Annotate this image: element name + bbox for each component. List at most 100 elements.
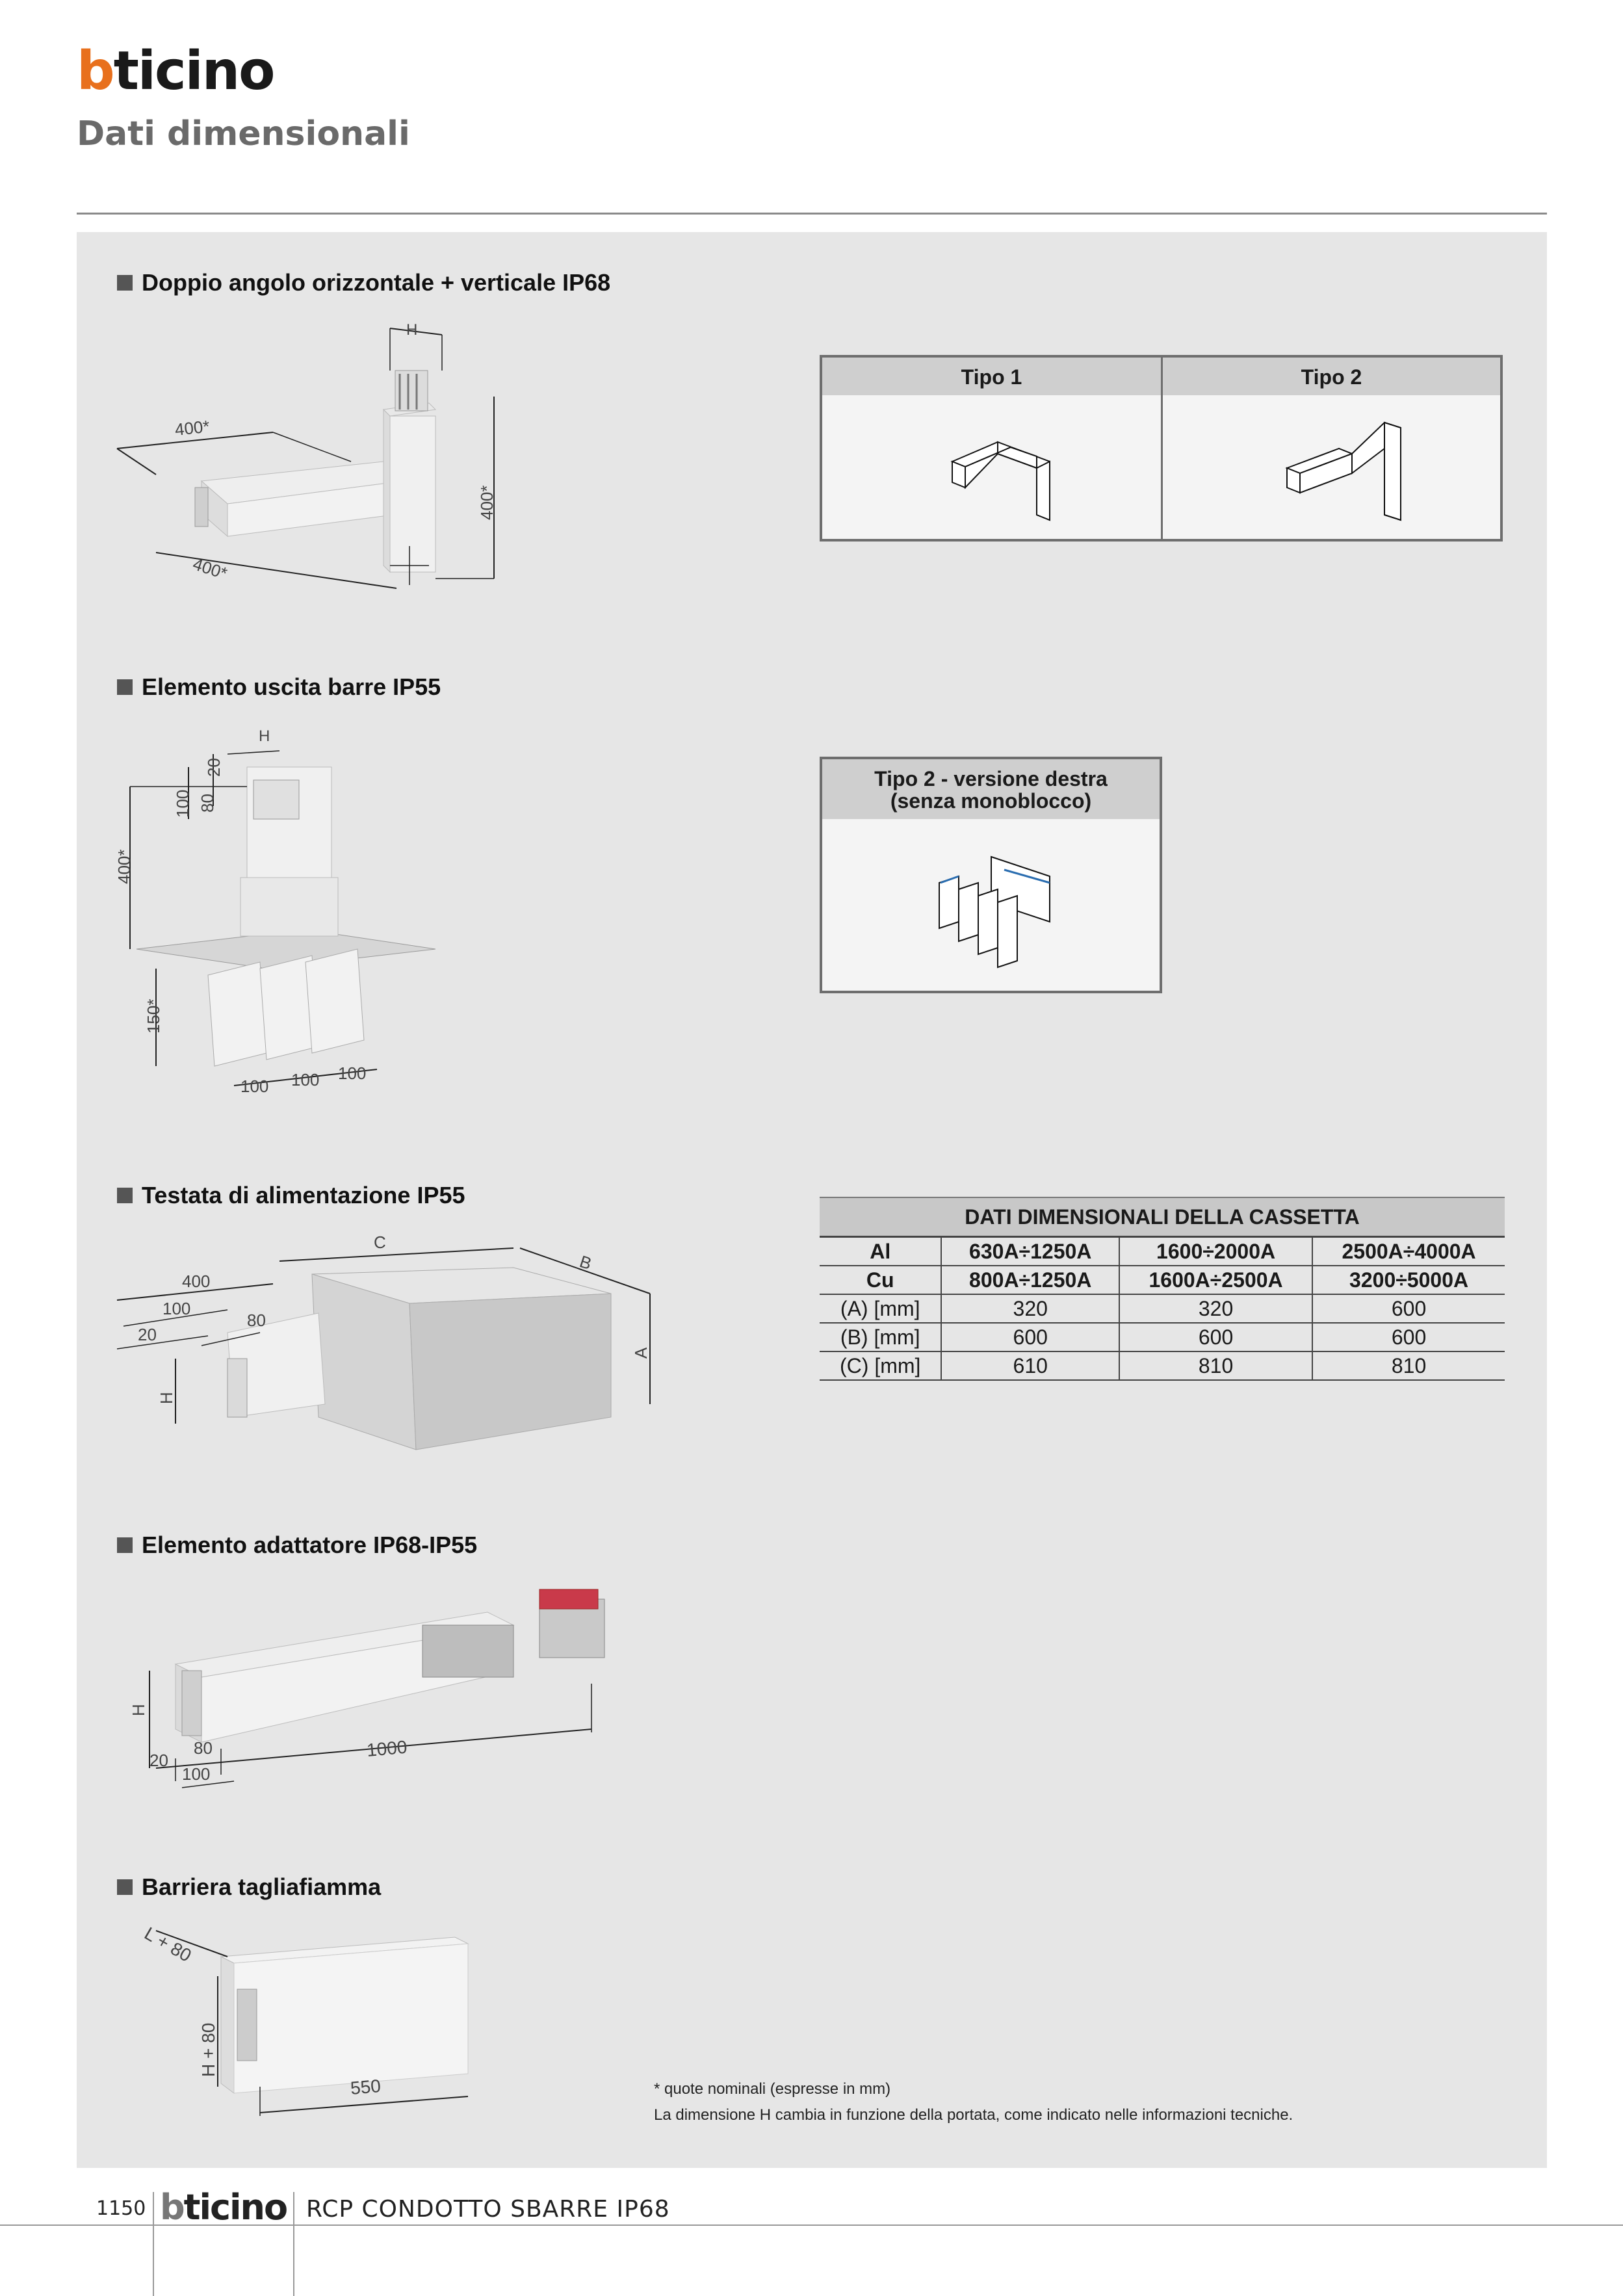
value-cell: 600 (1118, 1323, 1313, 1352)
section-title-text: Elemento uscita barre IP55 (142, 673, 441, 700)
dim-b3: 100 (338, 1063, 366, 1083)
variant-label-tipo1: Tipo 1 (961, 365, 1022, 389)
right-version-header-line1: Tipo 2 - versione destra (874, 767, 1108, 790)
row-label-cell: Cu (820, 1266, 942, 1295)
dim-c: C (374, 1233, 386, 1252)
dim-400: 400* (114, 850, 134, 885)
value-cell: 600 (1312, 1294, 1505, 1324)
brand-logo: bticino (77, 40, 276, 102)
footer-logo-b: b (160, 2187, 185, 2228)
dim-h80: H + 80 (198, 2023, 218, 2077)
variant-label-tipo2: Tipo 2 (1301, 365, 1362, 389)
dim-b2: 100 (291, 1070, 319, 1089)
dim-550: 550 (350, 2076, 382, 2098)
fire-barrier-drawing: L + 80 H + 80 550 (141, 1923, 469, 2116)
dim-b: B (577, 1251, 594, 1273)
bullet-square-icon (117, 1879, 133, 1895)
right-version-table: Tipo 2 - versione destra (senza monobloc… (820, 757, 1162, 993)
variant-divider (1161, 358, 1163, 539)
right-version-header (822, 759, 1160, 819)
value-cell: 2500A÷4000A (1312, 1236, 1505, 1266)
table-caption: DATI DIMENSIONALI DELLA CASSETTA (820, 1197, 1505, 1238)
logo-rest: ticino (113, 40, 276, 102)
section-title-text: Testata di alimentazione IP55 (142, 1182, 465, 1208)
dim-400-b: 400* (190, 554, 229, 583)
catalog-title: RCP CONDOTTO SBARRE IP68 (306, 2196, 670, 2223)
dim-h: H (406, 321, 417, 339)
dim-l80: L + 80 (141, 1923, 195, 1966)
dim-100: 100 (162, 1299, 190, 1318)
busbar-outlet-drawing: 400* 100 80 20 H 150* 100 100 100 (114, 727, 436, 1096)
section-title: Elemento adattatore IP68-IP55 (117, 1532, 477, 1559)
dim-150: 150* (144, 999, 163, 1034)
note-h-dimension: La dimensione H cambia in funzione della… (654, 2106, 1293, 2124)
bullet-square-icon (117, 275, 133, 291)
section-title-text: Doppio angolo orizzontale + verticale IP… (142, 269, 611, 296)
dim-a: A (631, 1347, 651, 1359)
footer-divider (0, 2224, 1623, 2226)
section-title: Elemento uscita barre IP55 (117, 673, 441, 701)
section-title: Doppio angolo orizzontale + verticale IP… (117, 269, 610, 296)
logo-letter-b: b (77, 40, 115, 102)
footer-separator-2 (293, 2192, 294, 2296)
section-title-text: Elemento adattatore IP68-IP55 (142, 1532, 478, 1558)
tipo1-shape-icon (950, 441, 1050, 521)
dim-20: 20 (149, 1751, 168, 1770)
adapter-drawing: H 1000 20 80 100 (129, 1589, 605, 1788)
row-label-cell: (B) [mm] (820, 1323, 942, 1352)
value-cell: 3200÷5000A (1312, 1266, 1505, 1295)
bullet-square-icon (117, 679, 133, 695)
dim-20: 20 (204, 758, 224, 777)
table-caption-row: DATI DIMENSIONALI DELLA CASSETTA (820, 1197, 1505, 1238)
dim-80: 80 (247, 1311, 266, 1330)
value-cell: 1600A÷2500A (1118, 1266, 1313, 1295)
dim-100: 100 (173, 790, 192, 818)
row-label-cell: Al (820, 1236, 942, 1266)
value-cell: 630A÷1250A (941, 1236, 1119, 1266)
note-nominal: * quote nominali (espresse in mm) (654, 2080, 891, 2098)
dim-400-c: 400* (477, 486, 497, 521)
value-cell: 810 (1118, 1351, 1313, 1381)
row-label-cell: (A) [mm] (820, 1294, 942, 1324)
header-divider (77, 213, 1547, 215)
dim-80: 80 (194, 1738, 213, 1758)
page-title: Dati dimensionali (77, 114, 410, 153)
row-label-cell: (C) [mm] (820, 1351, 942, 1381)
dim-h: H (259, 727, 270, 745)
footer-logo-rest: ticino (183, 2187, 288, 2228)
value-cell: 320 (941, 1294, 1119, 1324)
value-cell: 600 (941, 1323, 1119, 1352)
bullet-square-icon (117, 1537, 133, 1553)
dim-h: H (129, 1704, 148, 1716)
section-title-text: Barriera tagliafiamma (142, 1873, 382, 1900)
dim-400-a: 400* (174, 417, 210, 439)
feed-head-drawing: C B A 400 100 20 80 H (116, 1233, 651, 1450)
footer-separator-1 (153, 2192, 154, 2296)
dim-b1: 100 (240, 1076, 268, 1096)
page-number: 1150 (96, 2197, 146, 2220)
dim-1000: 1000 (366, 1737, 408, 1760)
right-version-header-line2: (senza monoblocco) (890, 789, 1092, 813)
dim-20: 20 (138, 1325, 157, 1344)
footer-logo: bticino (160, 2187, 288, 2228)
dim-h: H (157, 1392, 176, 1404)
bullet-square-icon (117, 1188, 133, 1203)
value-cell: 320 (1118, 1294, 1313, 1324)
section-title: Testata di alimentazione IP55 (117, 1182, 465, 1209)
dim-100: 100 (182, 1764, 210, 1784)
dim-400: 400 (182, 1272, 210, 1291)
section-title: Barriera tagliafiamma (117, 1873, 381, 1901)
tipo2-shape-icon (1285, 421, 1401, 521)
value-cell: 800A÷1250A (941, 1266, 1119, 1295)
value-cell: 1600÷2000A (1118, 1236, 1313, 1266)
variant-table: Tipo 1 Tipo 2 (820, 355, 1503, 541)
value-cell: 810 (1312, 1351, 1505, 1381)
double-angle-drawing: H 400* 400* 400* (116, 321, 497, 589)
value-cell: 610 (941, 1351, 1119, 1381)
